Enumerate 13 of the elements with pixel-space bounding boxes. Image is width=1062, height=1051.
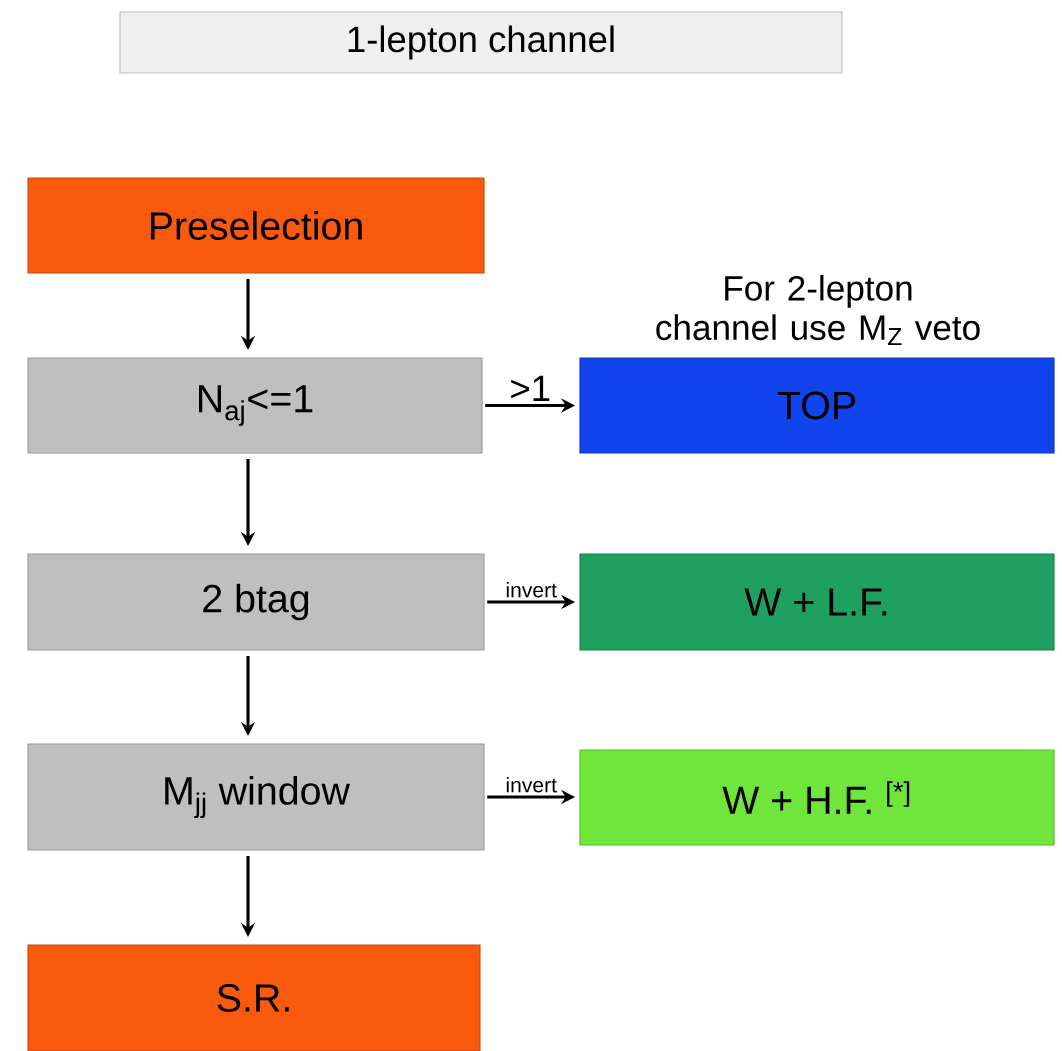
- process-box: Preselection: [27, 177, 485, 274]
- process-box: N$_{aj}$<=1: [27, 357, 483, 454]
- note-text: For 2-lepton channel use M$_{Z}$ veto: [656, 274, 980, 346]
- process-box: M$_{jj}$ window: [27, 743, 485, 851]
- result-box: W + L.F.: [579, 553, 1055, 651]
- edge-label: invert: [506, 777, 557, 793]
- process-box: 2 btag: [27, 553, 485, 651]
- edge-label: invert: [506, 582, 557, 598]
- process-box: S.R.: [27, 944, 481, 1051]
- result-box: W + H.F. $^{[*]}$: [579, 749, 1055, 846]
- title-band: 1-lepton channel: [119, 11, 843, 74]
- edge-label: >1: [511, 375, 550, 401]
- result-box: TOP: [579, 357, 1055, 454]
